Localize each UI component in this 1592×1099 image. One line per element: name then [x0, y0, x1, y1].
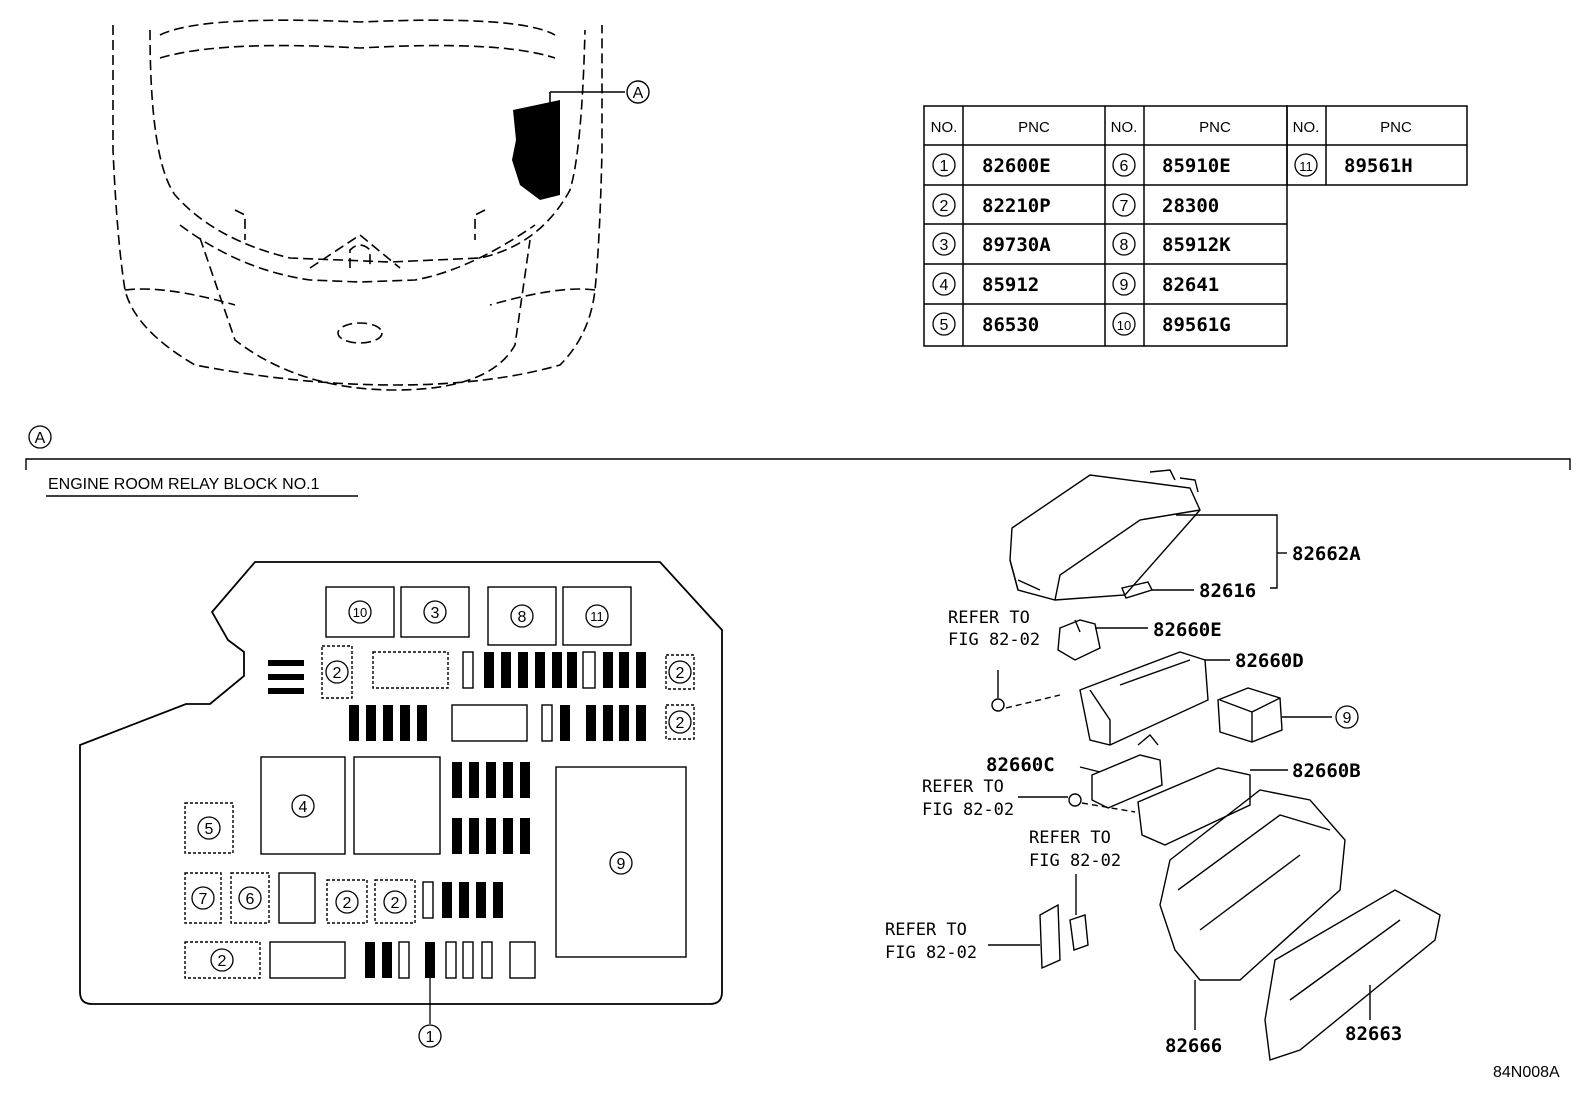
slot-label-9: 9: [617, 856, 626, 873]
row-pnc: 89561H: [1344, 155, 1413, 177]
row-no: 6: [1120, 158, 1129, 175]
fig-ref-label: FIG 82-02: [885, 943, 977, 963]
row-pnc: 89730A: [982, 234, 1051, 256]
callout-1: 1: [426, 1029, 435, 1046]
refer-to-label: REFER TO: [1029, 828, 1111, 848]
fuse-blocks: [268, 652, 646, 978]
row-pnc: 82600E: [982, 155, 1051, 177]
row-no: 2: [940, 198, 949, 215]
row-no: 3: [940, 237, 949, 254]
relay-block-outline: [79, 561, 723, 1005]
section-bracket: [25, 458, 1571, 470]
relay-slots: [184, 586, 695, 979]
slot-label-2: 2: [343, 895, 352, 912]
slot-label-2: 2: [676, 665, 685, 682]
slot-label-6: 6: [246, 891, 255, 908]
slot-label-3: 3: [431, 605, 440, 622]
section-marker-a: A: [35, 430, 46, 447]
row-pnc: 82641: [1162, 274, 1219, 296]
part-82666: 82666: [1165, 1035, 1222, 1057]
part-82660b: 82660B: [1292, 760, 1361, 782]
fig-ref-label: FIG 82-02: [948, 630, 1040, 650]
slot-label-10: 10: [353, 605, 367, 620]
slot-label-4: 4: [299, 799, 308, 816]
relay-block-location: [512, 80, 650, 200]
row-no: 5: [940, 317, 949, 334]
slot-label-11: 11: [590, 609, 604, 624]
slot-label-2: 2: [391, 895, 400, 912]
part-82662a: 82662A: [1292, 543, 1361, 565]
part-82663: 82663: [1345, 1023, 1402, 1045]
refer-to-label: REFER TO: [885, 920, 967, 940]
pnc-table: [923, 105, 1468, 347]
table-header-no: NO.: [931, 119, 958, 136]
fig-ref-label: FIG 82-02: [922, 800, 1014, 820]
row-pnc: 85912: [982, 274, 1039, 296]
vehicle-front-view: [112, 19, 603, 391]
row-no: 1: [940, 158, 949, 175]
row-pnc: 28300: [1162, 195, 1219, 217]
table-header-pnc: PNC: [1199, 119, 1231, 136]
row-pnc: 85910E: [1162, 155, 1231, 177]
fig-ref-label: FIG 82-02: [1029, 851, 1121, 871]
exploded-view: [988, 469, 1441, 1061]
row-no: 9: [1120, 277, 1129, 294]
figure-code: 84N008A: [1493, 1064, 1560, 1081]
slot-label-7: 7: [199, 891, 208, 908]
part-82660d: 82660D: [1235, 650, 1304, 672]
row-no: 10: [1117, 318, 1131, 333]
row-pnc: 86530: [982, 314, 1039, 336]
row-pnc: 82210P: [982, 195, 1051, 217]
row-no: 7: [1120, 198, 1129, 215]
table-header-pnc: PNC: [1018, 119, 1050, 136]
part-82660c: 82660C: [986, 754, 1055, 776]
table-header-no: NO.: [1293, 119, 1320, 136]
slot-label-2: 2: [218, 953, 227, 970]
table-header-pnc: PNC: [1380, 119, 1412, 136]
row-no: 11: [1299, 159, 1313, 174]
row-pnc: 89561G: [1162, 314, 1231, 336]
slot-label-2: 2: [333, 665, 342, 682]
table-header-no: NO.: [1111, 119, 1138, 136]
refer-to-label: REFER TO: [922, 777, 1004, 797]
row-pnc: 85912K: [1162, 234, 1231, 256]
section-title: ENGINE ROOM RELAY BLOCK NO.1: [48, 476, 320, 493]
row-no: 4: [940, 277, 949, 294]
location-marker-a: A: [633, 85, 644, 102]
slot-label-5: 5: [205, 821, 214, 838]
part-82660e: 82660E: [1153, 619, 1222, 641]
callout-9: 9: [1343, 710, 1352, 727]
row-no: 8: [1120, 237, 1129, 254]
part-82616: 82616: [1199, 580, 1256, 602]
refer-to-label: REFER TO: [948, 608, 1030, 628]
slot-label-8: 8: [518, 609, 527, 626]
slot-label-2: 2: [676, 715, 685, 732]
